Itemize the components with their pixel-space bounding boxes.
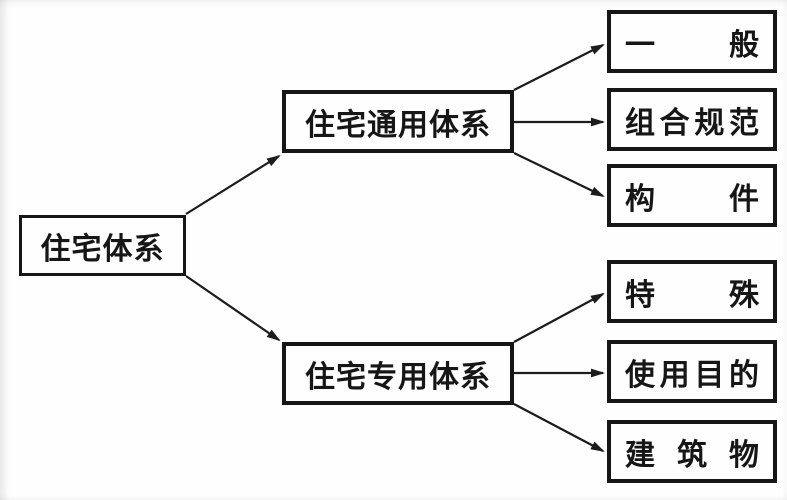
node-housing-system: 住宅体系: [19, 215, 186, 276]
node-general-item-goujian-label: 构件: [625, 182, 759, 216]
edge-special-to-teshu: [513, 293, 605, 343]
node-special-item-teshu-label: 特殊: [625, 278, 759, 312]
node-general-system: 住宅通用体系: [282, 90, 514, 153]
edge-general-to-yiban: [513, 44, 605, 91]
edge-general-to-goujian: [513, 152, 605, 197]
node-special-item-jianzhuwu-label: 建筑物: [625, 438, 759, 472]
node-special-item-shiyong-mudi: 使用目的: [607, 340, 777, 403]
node-general-item-goujian: 构件: [607, 164, 777, 227]
node-special-system-label: 住宅专用体系: [305, 360, 491, 394]
node-general-system-label: 住宅通用体系: [305, 108, 491, 142]
node-housing-system-label: 住宅体系: [40, 232, 165, 266]
node-special-item-teshu: 特殊: [607, 260, 777, 323]
edge-root-to-general: [185, 154, 281, 215]
node-general-item-yiban: 一般: [607, 10, 777, 73]
node-special-item-shiyong-mudi-label: 使用目的: [625, 358, 759, 392]
node-general-item-zuhe-guifan: 组合规范: [607, 88, 777, 151]
edge-root-to-special: [185, 275, 281, 342]
node-general-item-zuhe-guifan-label: 组合规范: [625, 106, 759, 140]
node-special-item-jianzhuwu: 建筑物: [607, 420, 777, 483]
node-special-system: 住宅专用体系: [282, 342, 514, 405]
edge-special-to-jianzhu: [513, 403, 605, 452]
node-general-item-yiban-label: 一般: [625, 28, 759, 62]
